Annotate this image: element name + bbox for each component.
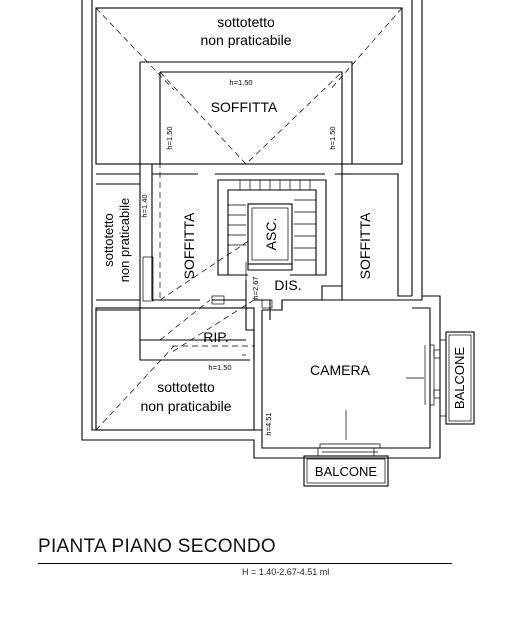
floor-plan: sottotetto non praticabile h=1.50 SOFFIT… <box>81 0 475 487</box>
attic-left-line2: non praticabile <box>117 198 132 283</box>
outer-walls <box>81 0 441 459</box>
attic-left-line1: sottotetto <box>101 213 116 266</box>
balcony-bottom <box>303 448 389 487</box>
height-label-left-vertical: h=1.50 <box>165 126 174 149</box>
balcony-bottom-label: BALCONE <box>315 464 377 479</box>
balcony-right-label: BALCONE <box>452 347 467 409</box>
soffitta-left-label: SOFFITTA <box>181 212 197 279</box>
roof-lines <box>95 7 403 431</box>
attic-top-line1: sottotetto <box>217 14 275 30</box>
height-label-top: h=1.50 <box>229 78 252 87</box>
plan-title: PIANTA PIANO SECONDO <box>38 536 276 557</box>
title-underline <box>38 563 452 564</box>
elevator-label: ASC. <box>263 218 279 251</box>
balcony-right <box>433 331 475 425</box>
attic-bottom-line2: non praticabile <box>140 398 231 414</box>
camera-label: CAMERA <box>310 362 371 378</box>
height-label-bottom: h=1.50 <box>208 363 231 372</box>
height-label-camera: h=4.51 <box>264 412 273 435</box>
stair-core <box>217 179 327 276</box>
height-label-right-vertical: h=1.50 <box>328 126 337 149</box>
corridor-walls <box>140 280 342 360</box>
height-label-center: h=2.67 <box>251 276 260 299</box>
rip-label: RIP. <box>203 329 228 345</box>
camera-walls <box>261 296 435 453</box>
height-label-left-attic: h=1.40 <box>140 194 149 217</box>
attic-bottom-line1: sottotetto <box>157 379 215 395</box>
tick-marks <box>242 262 424 440</box>
plan-subtitle: H = 1.40-2.67-4.51 ml <box>242 567 330 577</box>
soffitta-top-label: SOFFITTA <box>211 99 278 115</box>
dis-label: DIS. <box>274 277 301 293</box>
attic-top-line2: non praticabile <box>200 32 291 48</box>
soffitta-right-label: SOFFITTA <box>357 212 373 279</box>
